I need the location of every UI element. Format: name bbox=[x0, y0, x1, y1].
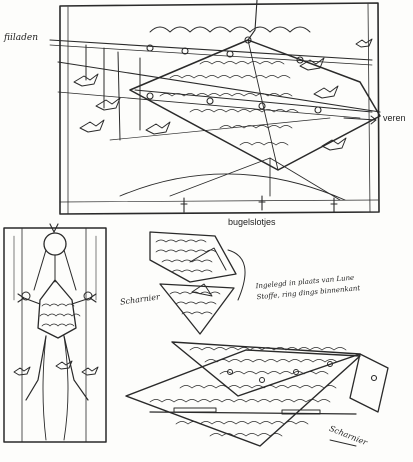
top-frame-sketch bbox=[49, 0, 381, 215]
folding-sketch bbox=[125, 231, 389, 447]
label-fiiladen: fiiladen bbox=[4, 33, 39, 43]
figure-sketch bbox=[3, 223, 107, 443]
label-veren: veren bbox=[383, 113, 406, 123]
label-bugelslotjes: bugelslotjes bbox=[228, 217, 276, 227]
